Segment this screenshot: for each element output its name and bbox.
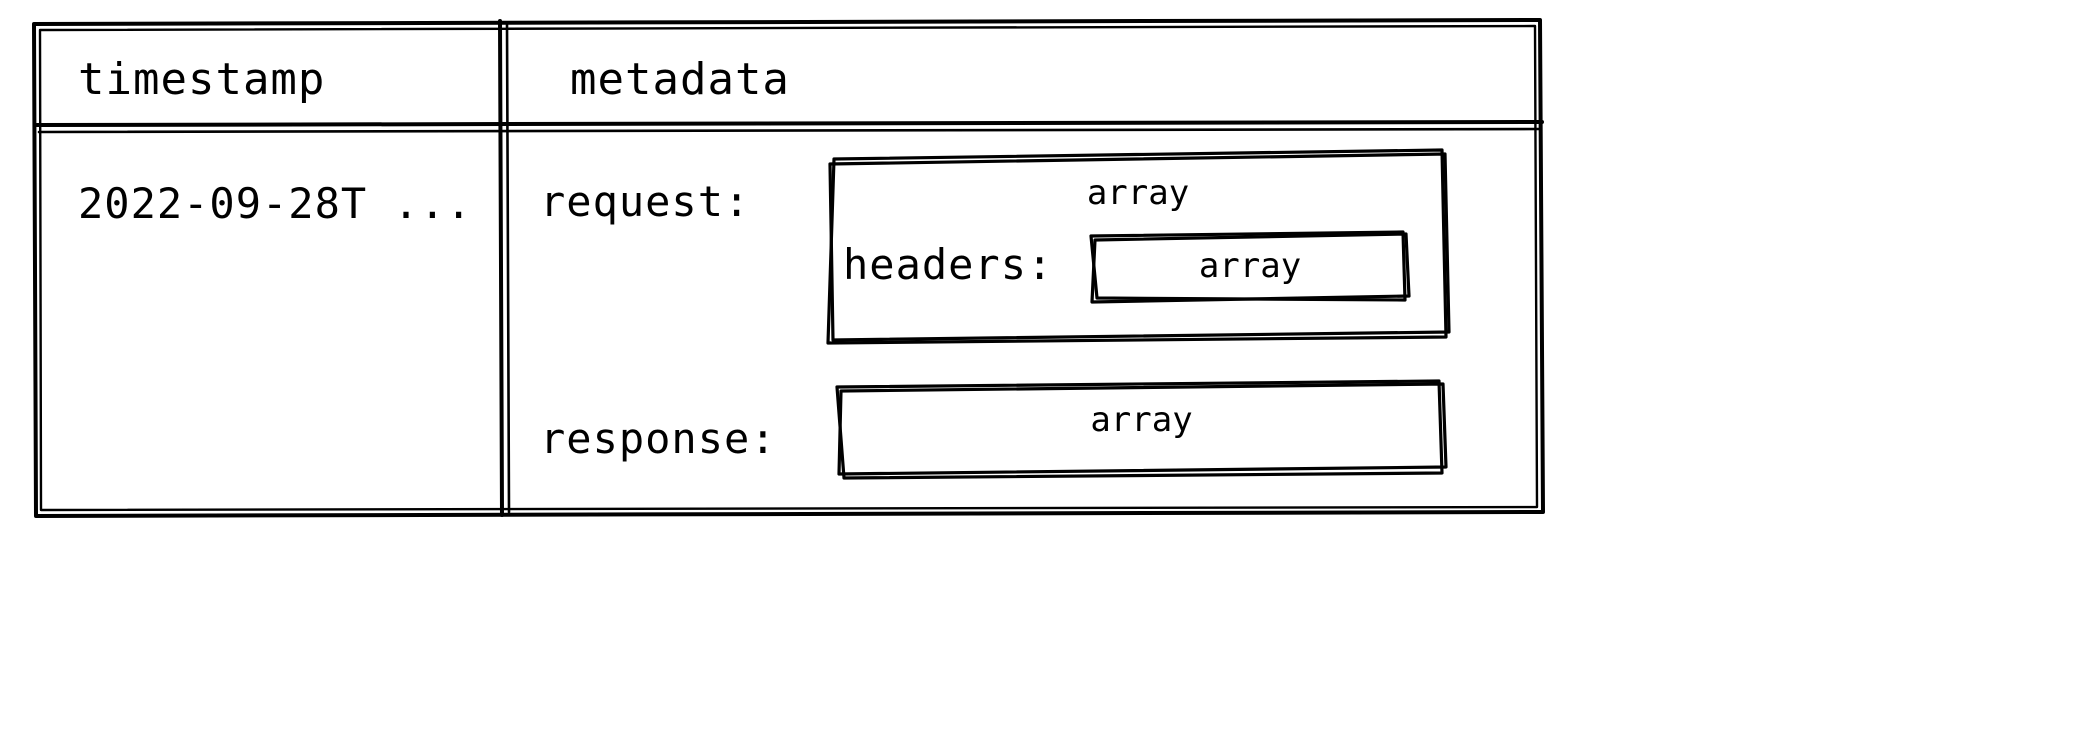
- schema-table: timestamp metadata 2022-09-28T ... reque…: [30, 18, 1546, 518]
- field-label-headers: headers:: [843, 240, 1054, 289]
- sketch-border: [835, 379, 1448, 480]
- type-label-array: array: [1198, 246, 1302, 286]
- type-box-response-array: array: [835, 379, 1448, 480]
- type-label-array: array: [1090, 400, 1193, 440]
- type-label-array: array: [1086, 173, 1190, 213]
- sketch-border: [1089, 230, 1411, 304]
- cell-timestamp-value: 2022-09-28T ...: [78, 179, 473, 228]
- type-box-headers-array: array: [1089, 230, 1411, 304]
- column-header-metadata: metadata: [570, 54, 790, 105]
- field-label-request: request:: [540, 177, 751, 226]
- sketch-border: [826, 148, 1451, 345]
- field-label-response: response:: [540, 414, 777, 463]
- column-header-timestamp: timestamp: [78, 54, 326, 105]
- type-box-request-array: array headers: array: [825, 148, 1451, 345]
